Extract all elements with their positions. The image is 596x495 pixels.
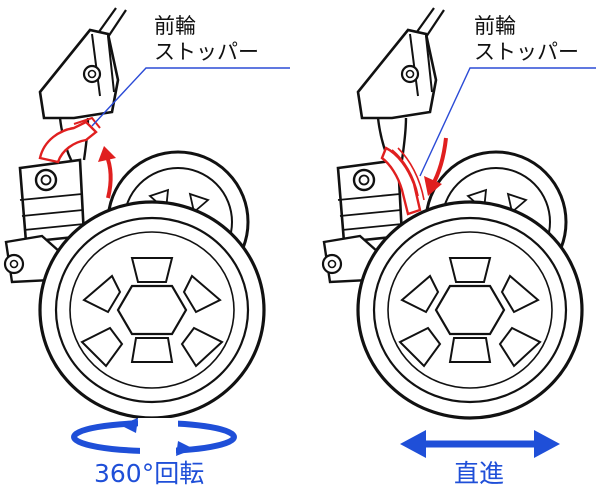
swivel-rotation-arrow — [71, 418, 237, 456]
straight-double-arrow — [400, 430, 560, 458]
left-label-leader-line — [91, 67, 290, 127]
left-stopper-lever — [38, 116, 101, 164]
right-label-line1: 前輪 — [474, 14, 516, 38]
right-stopper-lever — [380, 146, 425, 216]
right-label-line2: ストッパー — [474, 40, 579, 64]
left-caster-illustration — [3, 6, 266, 420]
right-label-leader-line — [419, 67, 596, 177]
right-red-down-arrow — [424, 137, 448, 196]
swivel-caption: 360°回転 — [94, 459, 205, 488]
left-label-line2: ストッパー — [154, 40, 259, 64]
left-red-up-arrow — [98, 146, 116, 199]
straight-caption: 直進 — [454, 459, 505, 488]
left-label-line1: 前輪 — [154, 14, 196, 38]
right-caster-illustration — [321, 6, 584, 420]
